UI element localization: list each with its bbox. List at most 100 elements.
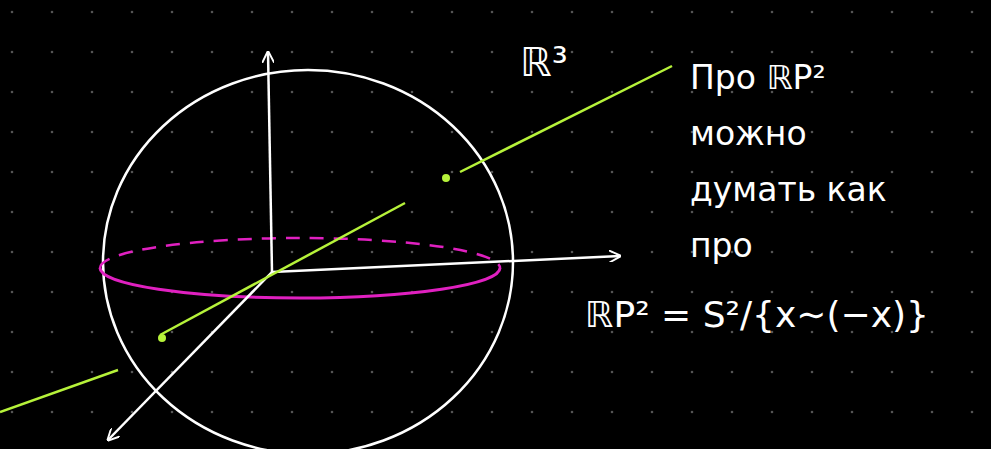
grid-dot	[451, 211, 454, 214]
grid-dot	[451, 51, 454, 54]
grid-dot	[291, 331, 294, 334]
grid-dot	[651, 291, 654, 294]
grid-dot	[611, 291, 614, 294]
grid-dot	[611, 11, 614, 14]
antipodal-point	[158, 334, 166, 342]
grid-dot	[971, 371, 974, 374]
grid-dot	[371, 211, 374, 214]
grid-dot	[91, 331, 94, 334]
grid-dot	[51, 411, 54, 414]
line-through-origin	[160, 203, 405, 335]
grid-dot	[691, 211, 694, 214]
grid-dot	[931, 331, 934, 334]
grid-dot	[291, 411, 294, 414]
grid-dot	[11, 211, 14, 214]
grid-dot	[131, 211, 134, 214]
grid-dot	[971, 11, 974, 14]
grid-dot	[251, 91, 254, 94]
grid-dot	[611, 51, 614, 54]
grid-dot	[251, 131, 254, 134]
grid-dot	[531, 371, 534, 374]
grid-dot	[971, 291, 974, 294]
grid-dot	[611, 171, 614, 174]
dot-grid	[11, 11, 974, 414]
grid-dot	[731, 291, 734, 294]
grid-dot	[611, 411, 614, 414]
grid-dot	[571, 371, 574, 374]
grid-dot	[171, 411, 174, 414]
equator-front	[100, 268, 500, 298]
grid-dot	[811, 411, 814, 414]
grid-dot	[971, 91, 974, 94]
grid-dot	[211, 11, 214, 14]
grid-dot	[251, 171, 254, 174]
grid-dot	[411, 411, 414, 414]
grid-dot	[491, 291, 494, 294]
grid-dot	[531, 251, 534, 254]
grid-dot	[211, 371, 214, 374]
grid-dot	[771, 291, 774, 294]
grid-dot	[891, 51, 894, 54]
grid-dot	[971, 411, 974, 414]
x-axis	[108, 272, 272, 440]
grid-dot	[651, 91, 654, 94]
grid-dot	[811, 291, 814, 294]
grid-dot	[91, 51, 94, 54]
grid-dot	[411, 251, 414, 254]
grid-dot	[731, 371, 734, 374]
grid-dot	[171, 251, 174, 254]
grid-dot	[131, 131, 134, 134]
grid-dot	[211, 171, 214, 174]
grid-dot	[571, 411, 574, 414]
grid-dot	[611, 131, 614, 134]
grid-dot	[851, 131, 854, 134]
grid-dot	[171, 11, 174, 14]
grid-dot	[491, 411, 494, 414]
grid-dot	[11, 11, 14, 14]
grid-dot	[691, 371, 694, 374]
grid-dot	[251, 251, 254, 254]
grid-dot	[931, 131, 934, 134]
grid-dot	[291, 11, 294, 14]
grid-dot	[211, 411, 214, 414]
grid-dot	[731, 411, 734, 414]
grid-dot	[731, 211, 734, 214]
grid-dot	[771, 51, 774, 54]
grid-dot	[491, 251, 494, 254]
grid-dot	[531, 291, 534, 294]
grid-dot	[291, 171, 294, 174]
grid-dot	[291, 131, 294, 134]
grid-dot	[771, 211, 774, 214]
grid-dot	[771, 411, 774, 414]
grid-dot	[91, 171, 94, 174]
grid-dot	[931, 251, 934, 254]
grid-dot	[651, 11, 654, 14]
grid-dot	[171, 131, 174, 134]
grid-dot	[251, 51, 254, 54]
grid-dot	[131, 371, 134, 374]
grid-dot	[651, 171, 654, 174]
grid-dot	[251, 211, 254, 214]
grid-dot	[971, 251, 974, 254]
grid-dot	[51, 91, 54, 94]
grid-dot	[451, 11, 454, 14]
grid-dot	[131, 11, 134, 14]
grid-dot	[931, 371, 934, 374]
grid-dot	[411, 371, 414, 374]
grid-dot	[171, 51, 174, 54]
grid-dot	[411, 11, 414, 14]
grid-dot	[451, 411, 454, 414]
grid-dot	[571, 51, 574, 54]
grid-dot	[51, 211, 54, 214]
grid-dot	[571, 131, 574, 134]
grid-dot	[331, 411, 334, 414]
grid-dot	[691, 411, 694, 414]
grid-dot	[851, 211, 854, 214]
grid-dot	[851, 51, 854, 54]
grid-dot	[291, 91, 294, 94]
grid-dot	[491, 371, 494, 374]
grid-dot	[371, 11, 374, 14]
grid-dot	[331, 331, 334, 334]
grid-dot	[851, 411, 854, 414]
grid-dot	[811, 51, 814, 54]
